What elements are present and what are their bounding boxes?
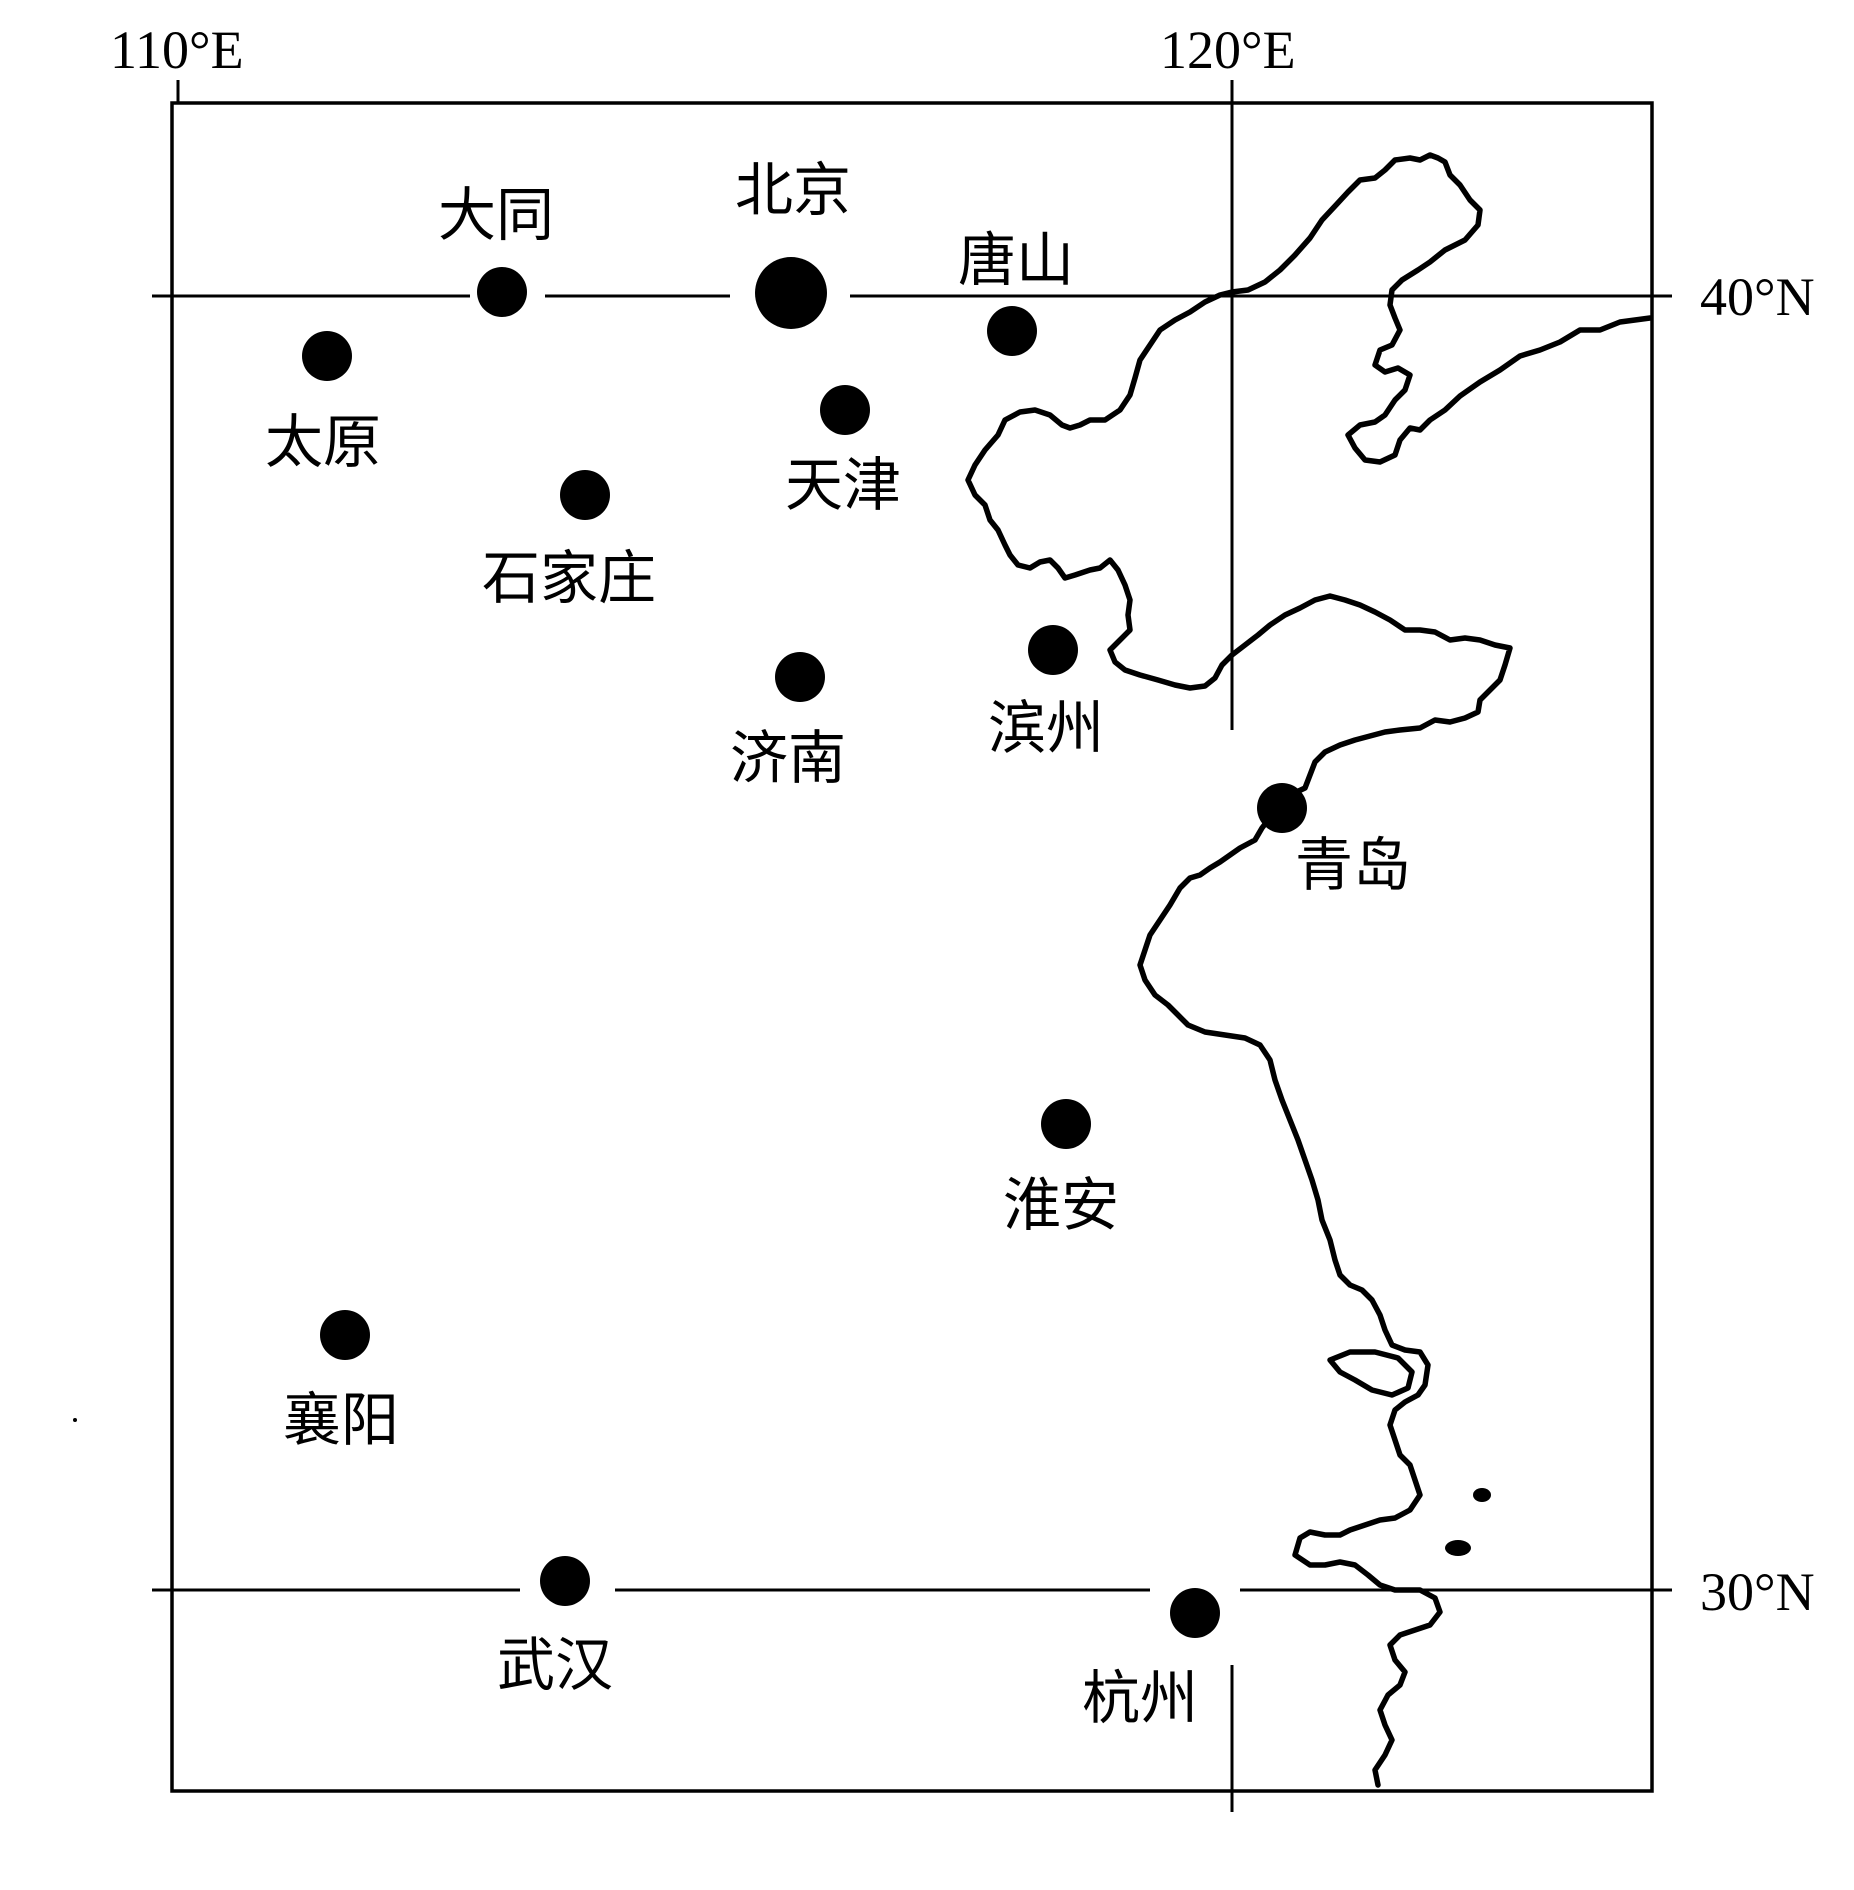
- city-dot-wuhan[interactable]: [540, 1556, 590, 1606]
- city-label-jinan: 济南: [730, 724, 846, 792]
- city-label-wuhan: 武汉: [497, 1631, 613, 1699]
- city-dot-beijing[interactable]: [755, 257, 827, 329]
- lon-label-120: 120°E: [1160, 20, 1296, 80]
- city-label-datong: 大同: [438, 181, 554, 249]
- city-dot-taiyuan[interactable]: [302, 331, 352, 381]
- city-label-qingdao: 青岛: [1295, 831, 1411, 899]
- city-markers: [302, 257, 1307, 1638]
- city-dot-huaian[interactable]: [1041, 1099, 1091, 1149]
- city-label-beijing: 北京: [735, 156, 851, 224]
- city-dot-hangzhou[interactable]: [1170, 1588, 1220, 1638]
- city-label-xiangyang: 襄阳: [283, 1386, 399, 1454]
- island-2: [1445, 1540, 1471, 1556]
- lat-label-30: 30°N: [1700, 1562, 1815, 1622]
- city-labels: 大同 北京 唐山 太原 天津 石家庄 济南 滨州 青岛 淮安 襄阳 武汉 杭州: [265, 156, 1411, 1732]
- city-dot-xiangyang[interactable]: [320, 1310, 370, 1360]
- city-label-hangzhou: 杭州: [1082, 1664, 1198, 1732]
- city-dot-datong[interactable]: [477, 267, 527, 317]
- city-dot-jinan[interactable]: [775, 652, 825, 702]
- city-label-taiyuan: 太原: [265, 408, 381, 476]
- city-dot-qingdao[interactable]: [1257, 783, 1307, 833]
- map-frame: [170, 101, 1654, 1793]
- lat-label-40: 40°N: [1700, 267, 1815, 327]
- city-label-binzhou: 滨州: [988, 694, 1104, 762]
- city-label-tangshan: 唐山: [958, 226, 1074, 294]
- city-dot-binzhou[interactable]: [1028, 625, 1078, 675]
- city-dot-shijiazhuang[interactable]: [560, 470, 610, 520]
- city-label-tianjin: 天津: [785, 451, 901, 519]
- coastline: [965, 152, 1653, 1788]
- city-label-shijiazhuang: 石家庄: [482, 544, 656, 612]
- city-label-huaian: 淮安: [1003, 1171, 1119, 1239]
- lon-label-110: 110°E: [110, 20, 244, 80]
- city-dot-tianjin[interactable]: [820, 385, 870, 435]
- city-dot-tangshan[interactable]: [987, 306, 1037, 356]
- island-1: [1473, 1488, 1491, 1502]
- speck: [73, 1418, 77, 1422]
